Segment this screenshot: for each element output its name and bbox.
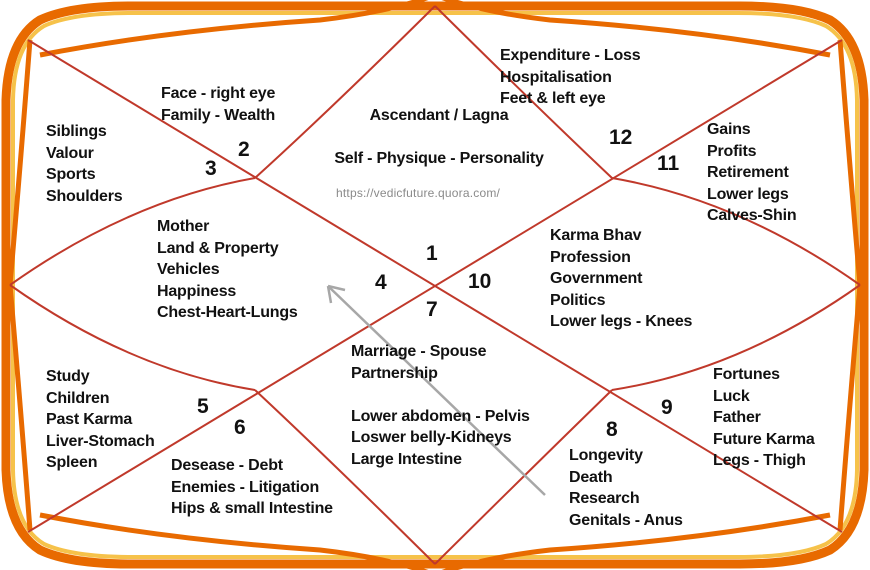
diamond-bottom-left xyxy=(254,389,436,565)
house-number-12: 12 xyxy=(609,126,633,149)
house-10-text: Karma Bhav Profession Government Politic… xyxy=(550,227,693,330)
house-number-1: 1 xyxy=(426,242,438,265)
house-number-6: 6 xyxy=(234,416,246,439)
house-number-4: 4 xyxy=(375,271,387,294)
frame-inner xyxy=(11,11,859,559)
pointer-arrow-shaft xyxy=(327,285,546,496)
diamond-top-left xyxy=(254,5,436,179)
house-6-text: Desease - Debt Enemies - Litigation Hips… xyxy=(171,457,333,517)
house-8-text: Longevity Death Research Genitals - Anus xyxy=(569,447,683,529)
house-number-8: 8 xyxy=(606,418,618,441)
pointer-arrow-head xyxy=(326,284,346,304)
diamond-top-right xyxy=(434,5,613,179)
top-flourish xyxy=(39,0,831,58)
house-11-text: Gains Profits Retirement Lower legs Calv… xyxy=(707,121,797,224)
house-3-text: Siblings Valour Sports Shoulders xyxy=(46,123,123,205)
house-number-9: 9 xyxy=(661,396,673,419)
house-number-10: 10 xyxy=(468,270,492,293)
diamond-right-top xyxy=(611,177,861,286)
house-4-text: Mother Land & Property Vehicles Happines… xyxy=(157,218,298,321)
diamond-left-top xyxy=(9,177,256,286)
house-number-7: 7 xyxy=(426,298,438,321)
bottom-flourish xyxy=(39,512,831,570)
house-number-2: 2 xyxy=(238,138,250,161)
diagonal-anti xyxy=(27,39,843,533)
house-number-3: 3 xyxy=(205,157,217,180)
house-9-text: Fortunes Luck Father Future Karma Legs -… xyxy=(713,366,815,469)
house-7-text: Marriage - Spouse Partnership Lower abdo… xyxy=(351,343,530,468)
diamond-left-bottom xyxy=(9,284,256,391)
house-12-text: Expenditure - Loss Hospitalisation Feet … xyxy=(500,47,641,107)
house-number-11: 11 xyxy=(657,152,680,175)
watermark-url: https://vedicfuture.quora.com/ xyxy=(336,186,501,200)
house-2-text: Face - right eye Family - Wealth xyxy=(161,85,276,124)
house-1-text: Ascendant / Lagna Self - Physique - Pers… xyxy=(334,107,544,167)
diamond-bottom-right xyxy=(434,389,613,565)
house-number-5: 5 xyxy=(197,395,209,418)
diamond-right-bottom xyxy=(611,284,861,391)
house-5-text: Study Children Past Karma Liver-Stomach … xyxy=(46,368,155,471)
